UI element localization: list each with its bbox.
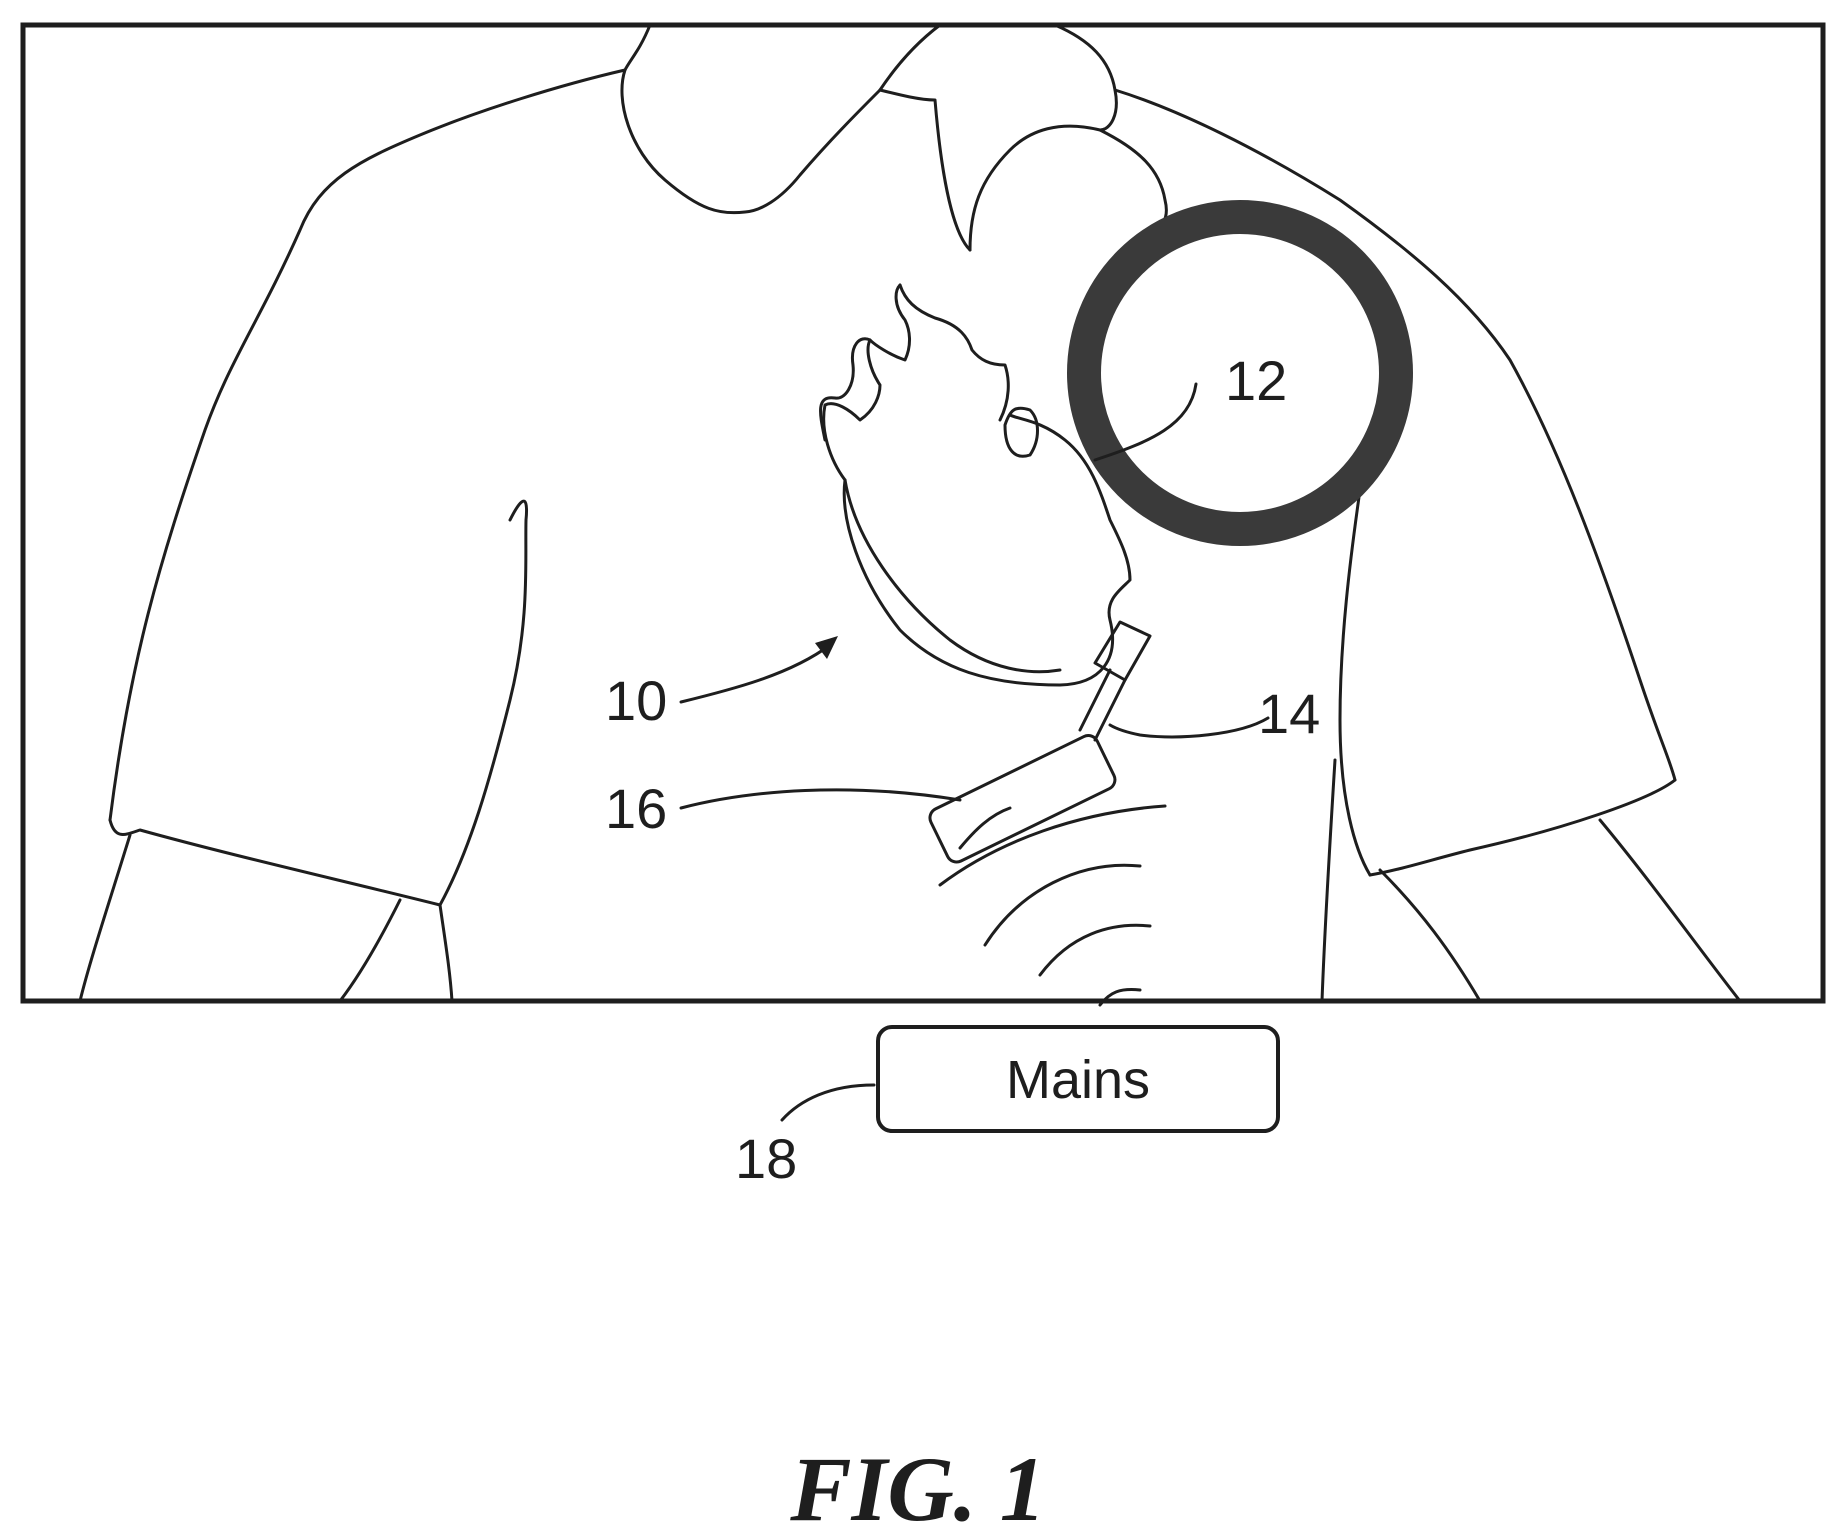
heart-top-vessels bbox=[824, 285, 910, 480]
heart-appendage bbox=[1005, 408, 1038, 456]
right-body-lower bbox=[1322, 760, 1335, 1001]
leader-16 bbox=[681, 790, 960, 808]
torso-outline bbox=[80, 25, 1740, 1001]
figure-caption: FIG. 1 bbox=[789, 1438, 1046, 1539]
ref-numeral-12: 12 bbox=[1225, 349, 1287, 412]
heart-left-atrium bbox=[821, 339, 870, 440]
left-arm-inner bbox=[340, 900, 400, 1001]
leader-14 bbox=[1110, 718, 1268, 737]
wave-2 bbox=[985, 865, 1140, 945]
arrow-10 bbox=[815, 636, 838, 659]
wireless-waves-icon bbox=[940, 806, 1165, 1005]
collar-center bbox=[880, 90, 970, 250]
left-chest-fold bbox=[440, 501, 527, 905]
leader-18 bbox=[782, 1085, 874, 1120]
ref-numeral-18: 18 bbox=[735, 1127, 797, 1190]
collar-right-inner bbox=[970, 126, 1100, 250]
ref-numeral-14: 14 bbox=[1258, 682, 1320, 745]
right-sleeve-hem bbox=[1370, 780, 1675, 875]
heart-aorta bbox=[900, 285, 1008, 420]
left-body-side bbox=[440, 905, 452, 1001]
mains-label: Mains bbox=[1006, 1050, 1150, 1110]
right-arm-lower bbox=[1380, 870, 1480, 1001]
right-body-side bbox=[1340, 490, 1370, 875]
heart-body bbox=[844, 415, 1130, 685]
ref-numeral-16: 16 bbox=[605, 777, 667, 840]
left-arm-lower bbox=[80, 835, 130, 1001]
left-shoulder-line bbox=[110, 25, 650, 820]
right-arm-outer bbox=[1600, 820, 1740, 1001]
figure-frame bbox=[23, 25, 1823, 1001]
leader-10 bbox=[681, 645, 830, 702]
pump-connector bbox=[1095, 622, 1150, 680]
wave-3 bbox=[1040, 925, 1150, 975]
heart-ventricle bbox=[845, 480, 1060, 672]
collar-left bbox=[622, 70, 880, 213]
neck-line bbox=[880, 25, 940, 90]
mains-box: Mains bbox=[878, 1027, 1278, 1131]
ref-numeral-10: 10 bbox=[605, 669, 667, 732]
left-sleeve-hem bbox=[110, 820, 440, 905]
